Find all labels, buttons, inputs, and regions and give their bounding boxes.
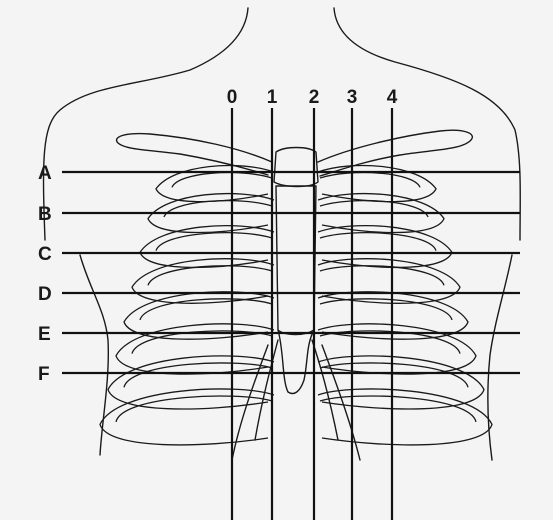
column-label-4: 4: [387, 87, 398, 108]
clavicles: [117, 130, 473, 176]
sternum-body: [276, 186, 316, 335]
column-label-0: 0: [227, 87, 238, 108]
row-label-f: F: [38, 364, 50, 385]
column-label-1: 1: [267, 87, 278, 108]
right-rib-inner: [320, 363, 468, 387]
left-rib-inner: [148, 266, 272, 286]
right-rib-inner: [320, 201, 428, 217]
right-rib-inner: [320, 173, 420, 188]
row-label-d: D: [38, 284, 52, 305]
right-rib-inner: [320, 266, 444, 286]
right-arm-pit-outline: [488, 255, 512, 460]
left-rib-inner: [156, 233, 272, 251]
sternum: [274, 148, 318, 394]
left-rib-inner: [124, 363, 272, 387]
right-clavicle: [318, 130, 472, 176]
column-labels: 0 1 2 3 4: [227, 87, 398, 108]
neck-left-outline: [44, 8, 248, 240]
left-arm-pit-outline: [80, 255, 108, 455]
row-label-c: C: [38, 244, 52, 265]
column-label-3: 3: [347, 87, 358, 108]
horizontal-grid-lines: [62, 172, 520, 373]
left-rib-inner: [164, 201, 272, 217]
xiphoid-process: [278, 330, 314, 394]
left-rib-inner: [140, 299, 272, 320]
manubrium: [274, 148, 318, 187]
row-label-a: A: [38, 163, 52, 184]
column-label-2: 2: [309, 87, 320, 108]
right-rib-inner: [320, 299, 452, 320]
right-rib-inner: [320, 233, 436, 251]
right-ribs: [318, 165, 492, 444]
row-label-b: B: [38, 204, 52, 225]
left-rib-inner: [172, 173, 272, 188]
right-rib: [318, 259, 460, 304]
vertical-grid-lines: [232, 108, 392, 520]
row-label-e: E: [38, 324, 51, 345]
torso-outline: [44, 8, 521, 460]
left-rib: [132, 259, 274, 304]
